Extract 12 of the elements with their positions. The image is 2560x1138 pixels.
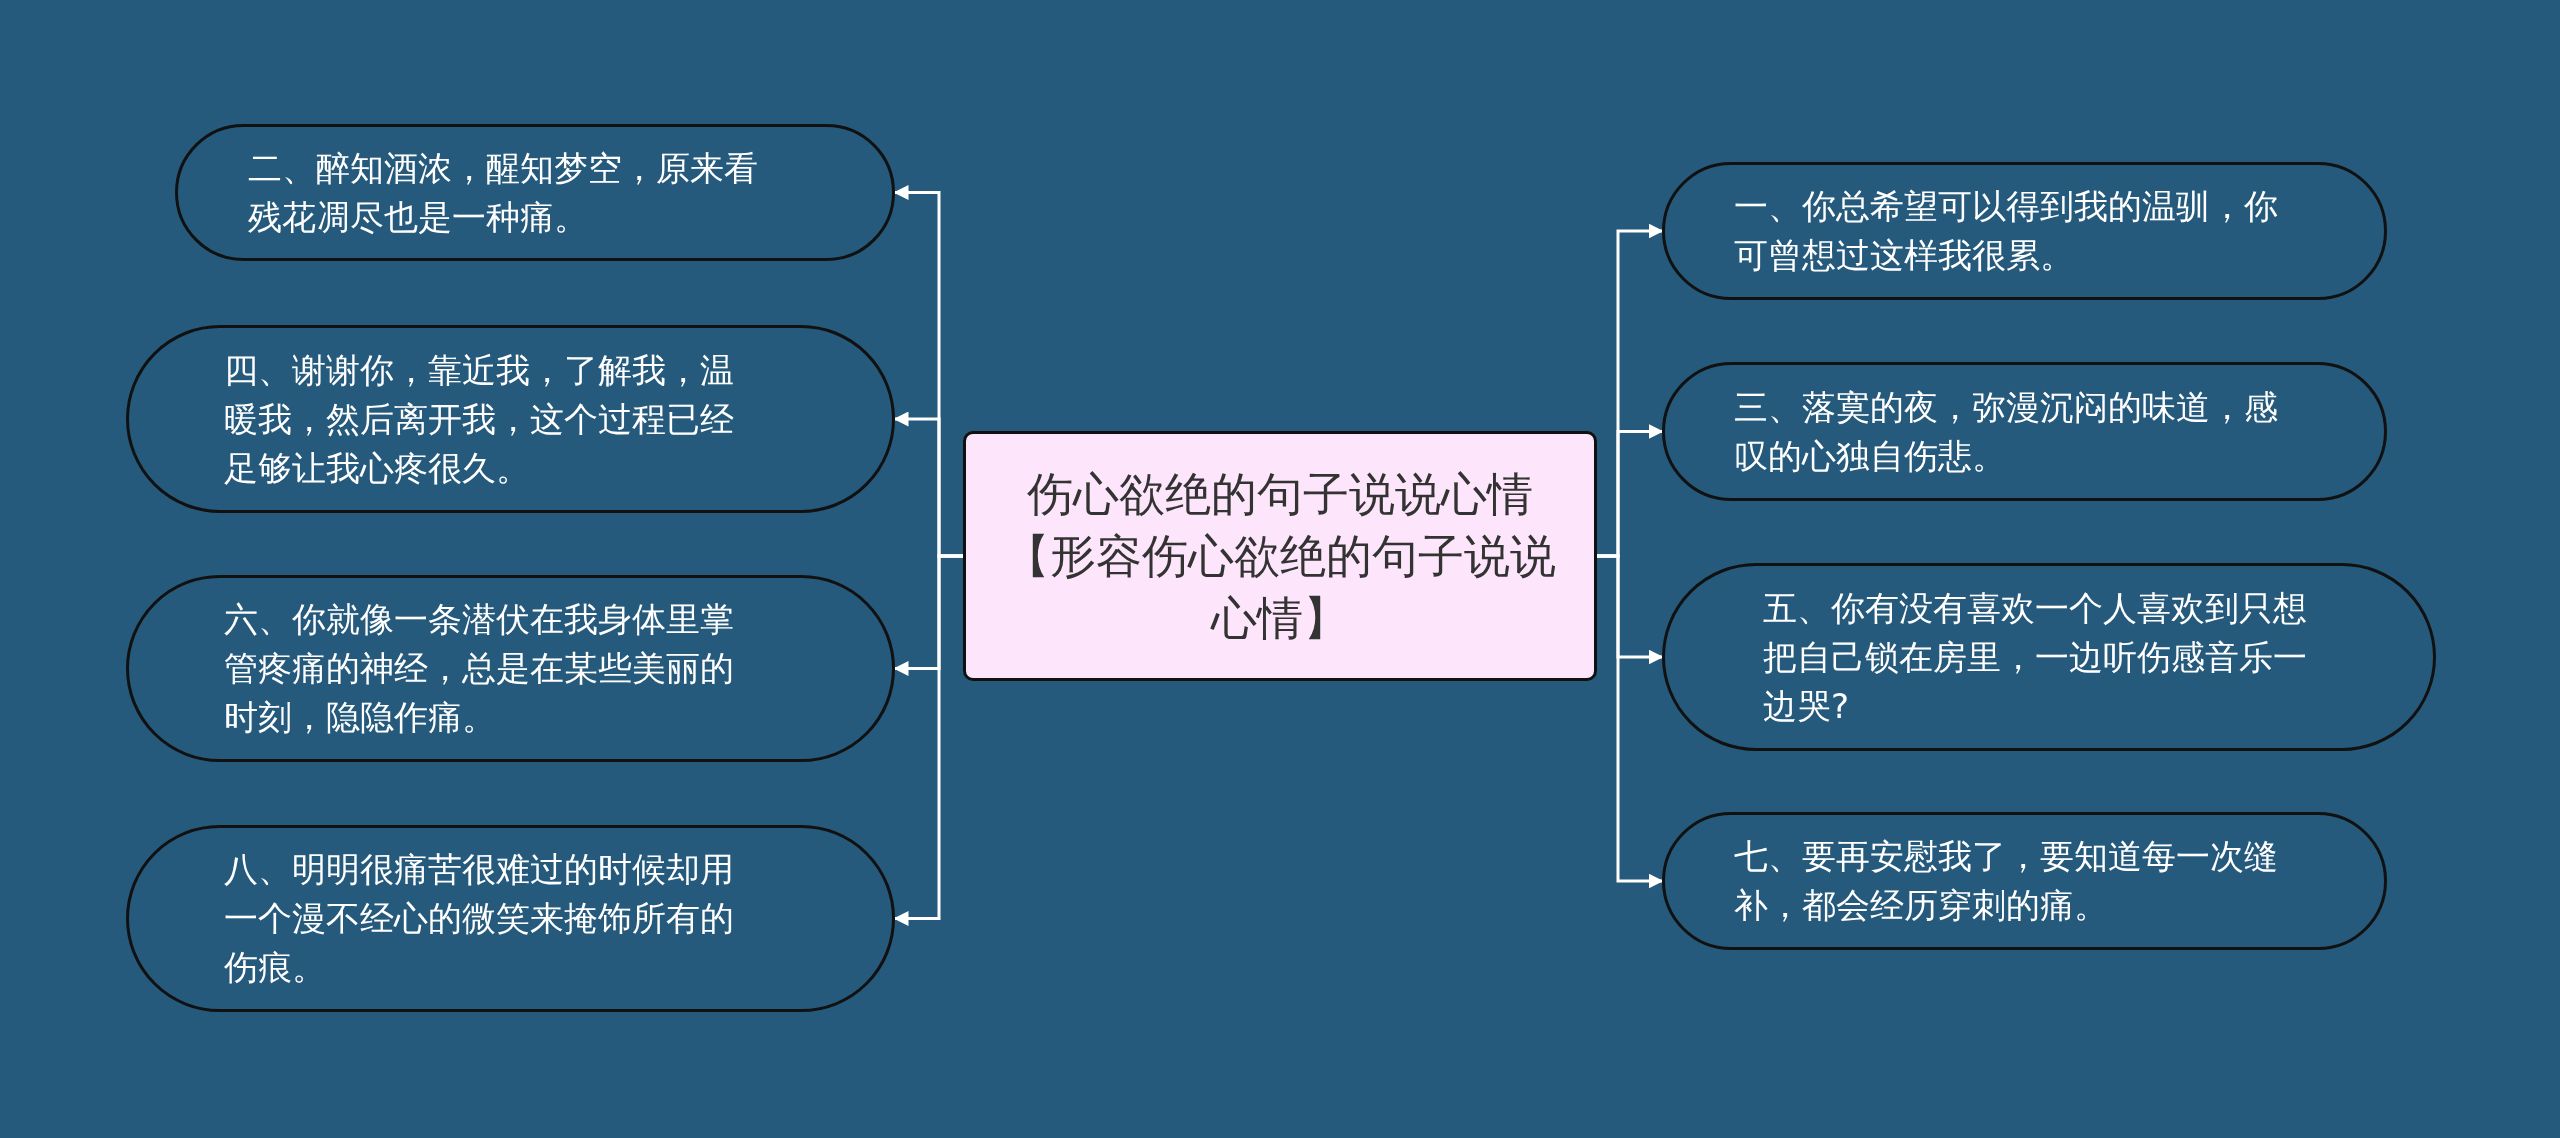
central-topic-box — [963, 431, 1597, 681]
topic-text: 二、醉知酒浓，醒知梦空，原来看残花凋尽也是一种痛。 — [248, 146, 759, 239]
topic-text: 一、你总希望可以得到我的温驯，你可曾想过这样我很累。 — [1734, 185, 2279, 277]
topic-text: 五、你有没有喜欢一个人喜欢到只想把自己锁在房里，一边听伤感音乐一边哭? — [1763, 586, 2308, 728]
connector-arrow — [1597, 554, 1664, 889]
topic-text: 伤心欲绝的句子说说心情【形容伤心欲绝的句子说说心情】 — [1003, 466, 1557, 647]
topic-text: 六、你就像一条潜伏在我身体里掌管疼痛的神经，总是在某些美丽的时刻，隐隐作痛。 — [224, 598, 735, 739]
topic-text: 三、落寞的夜，弥漫沉闷的味道，感叹的心独自伤悲。 — [1734, 385, 2279, 478]
topic-text: 四、谢谢你，靠近我，了解我，温暖我，然后离开我，这个过程已经足够让我心疼很久。 — [224, 348, 735, 490]
topic-text: 八、明明很痛苦很难过的时候却用一个漫不经心的微笑来掩饰所有的伤痕。 — [224, 848, 735, 989]
topic-text: 七、要再安慰我了，要知道每一次缝补，都会经历穿刺的痛。 — [1734, 835, 2279, 927]
connector-arrow — [893, 554, 963, 926]
